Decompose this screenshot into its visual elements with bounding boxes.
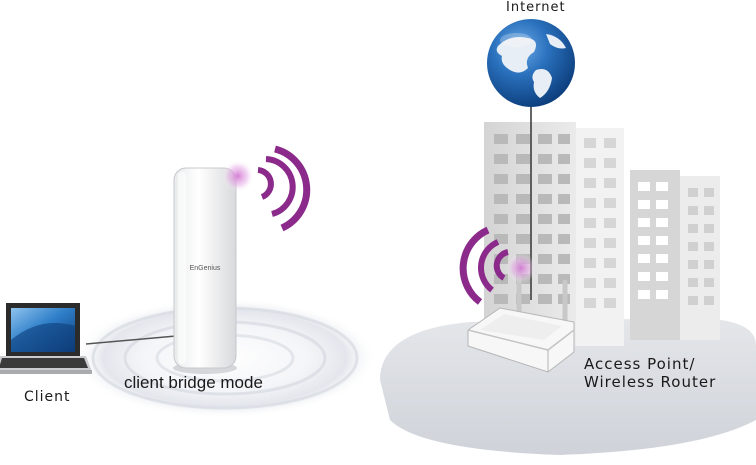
laptop-icon [0,303,92,374]
led-glow-router [506,253,536,283]
client-bridge-mode-label: client bridge mode [124,374,263,393]
client-label: Client [24,390,71,405]
globe-icon [487,19,575,107]
access-point-label: Access Point/ Wireless Router [584,355,716,391]
brand-logo: EnGenius [190,265,221,272]
wifi-signal-icon [258,149,307,228]
led-glow [222,160,254,192]
access-point-label-line1: Access Point/ [584,355,716,373]
internet-label: Internet [506,1,566,15]
access-point-label-line2: Wireless Router [584,373,716,391]
outdoor-access-point-icon: EnGenius [173,168,237,374]
